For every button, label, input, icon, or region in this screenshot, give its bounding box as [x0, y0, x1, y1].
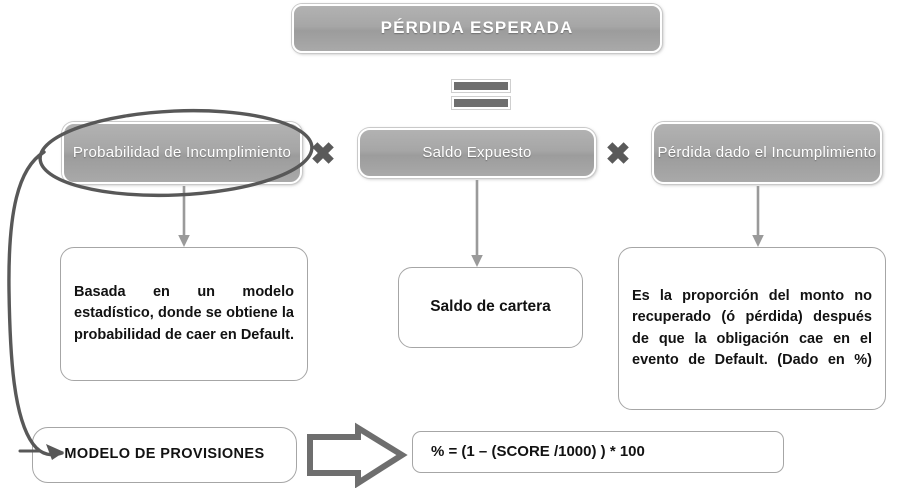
description-text-ead: Saldo de cartera — [430, 298, 551, 316]
connector-arrow-pd — [178, 186, 190, 247]
factor-box-saldo-expuesto: Saldo Expuesto — [358, 128, 596, 178]
equals-bar-top — [452, 80, 510, 92]
multiply-icon-2 — [607, 142, 629, 164]
model-label: MODELO DE PROVISIONES — [64, 446, 265, 463]
block-arrow-right-icon — [307, 422, 408, 488]
factor-label-ead: Saldo Expuesto — [422, 144, 532, 162]
formula-text: % = (1 – (SCORE /1000) ) * 100 — [431, 443, 645, 461]
factor-label-lgd: Pérdida dado el Incumplimiento — [657, 144, 877, 162]
description-box-lgd: Es la proporción del monto no recuperado… — [618, 247, 886, 410]
factor-box-perdida-dado-el-incumplimiento: Pérdida dado el Incumplimiento — [652, 122, 882, 184]
model-de-provisiones-box: MODELO DE PROVISIONES — [32, 427, 297, 483]
description-box-ead: Saldo de cartera — [398, 267, 583, 348]
description-text-lgd: Es la proporción del monto no recuperado… — [632, 288, 872, 368]
connector-arrow-lgd — [752, 186, 764, 247]
expected-loss-title-box: PÉRDIDA ESPERADA — [292, 4, 662, 53]
equals-bar-bottom — [452, 97, 510, 109]
page-title: PÉRDIDA ESPERADA — [380, 18, 574, 38]
factor-box-probabilidad-de-incumplimiento: Probabilidad de Incumplimiento — [62, 122, 302, 184]
factor-label-pd: Probabilidad de Incumplimiento — [72, 144, 292, 162]
hand-drawn-curved-arrow-icon — [7, 150, 64, 460]
description-box-pd: Basada en un modelo estadístico, donde s… — [60, 247, 308, 381]
connector-arrow-ead — [471, 180, 483, 267]
description-text-pd: Basada en un modelo estadístico, donde s… — [74, 284, 294, 343]
formula-box: % = (1 – (SCORE /1000) ) * 100 — [412, 431, 784, 473]
multiply-icon-1 — [312, 142, 334, 164]
equals-sign-icon — [452, 80, 510, 112]
